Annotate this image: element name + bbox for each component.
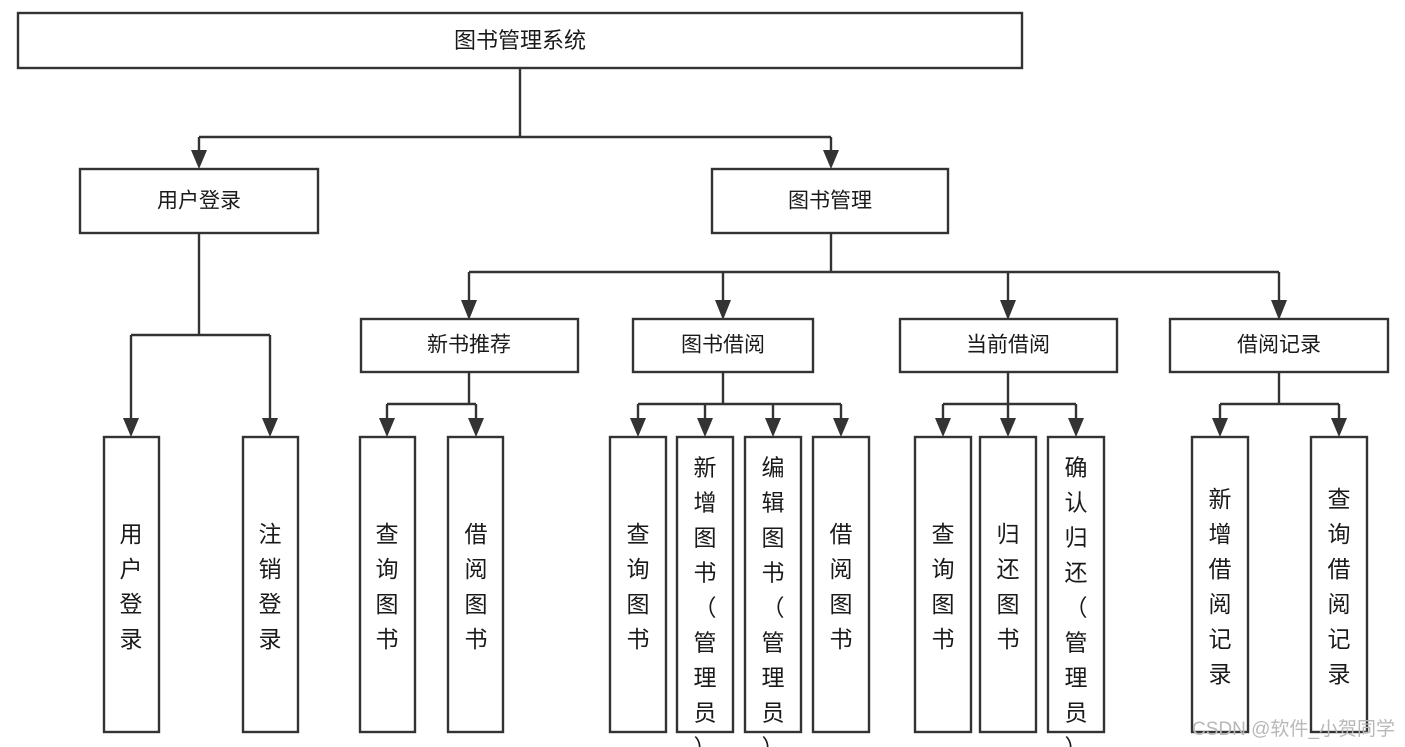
leaf-box[interactable] <box>446 435 505 734</box>
leaf-box[interactable] <box>102 435 161 734</box>
connector-group-book-manage <box>461 233 1287 320</box>
node-root-label: 图书管理系统 <box>454 28 586 53</box>
node-book-manage-label: 图书管理 <box>788 190 872 213</box>
leaf-box[interactable] <box>1046 435 1106 734</box>
watermark-text: CSDN @软件_小贺同学 <box>1192 718 1395 740</box>
leaf-book-borrow-borrow[interactable]: 借阅图书 <box>811 435 871 734</box>
arrow-head-book-borrow-3 <box>765 418 781 437</box>
arrow-head-current-borrow-1 <box>935 418 951 437</box>
leaf-box[interactable] <box>978 435 1038 734</box>
leaf-box[interactable] <box>358 435 417 734</box>
node-new-book-recommend-box[interactable] <box>359 317 580 374</box>
node-book-borrow-box[interactable] <box>631 317 815 374</box>
connector-group-current-borrow <box>935 372 1084 437</box>
leaf-current-borrow-confirm[interactable]: 确认归还（管理员） <box>1046 435 1106 747</box>
arrow-head-current-borrow-3 <box>1068 418 1084 437</box>
arrow-head-book-borrow-1 <box>630 418 646 437</box>
leaf-label-book-borrow-query: 查询图书 <box>627 521 650 652</box>
connector-group-book-borrow <box>630 372 849 437</box>
arrow-head-new-book-1 <box>379 418 395 437</box>
leaf-label-book-borrow-add: 新增图书（管理员） <box>694 454 717 747</box>
node-new-book-recommend-label: 新书推荐 <box>427 334 511 357</box>
arrow-head-new-book-2 <box>468 418 484 437</box>
connector-group-new-book <box>379 372 484 437</box>
leaf-label-borrow-record-query: 查询借阅记录 <box>1328 486 1351 687</box>
leaf-current-borrow-return[interactable]: 归还图书 <box>978 435 1038 734</box>
node-new-book-recommend[interactable]: 新书推荐 <box>359 317 580 374</box>
leaf-label-new-book-query: 查询图书 <box>376 521 399 652</box>
arrow-head-book-manage-1 <box>461 300 477 320</box>
leaf-box[interactable] <box>811 435 871 734</box>
node-book-borrow[interactable]: 图书借阅 <box>631 317 815 374</box>
node-borrow-record-box[interactable] <box>1168 317 1390 374</box>
leaf-borrow-record-query[interactable]: 查询借阅记录 <box>1309 435 1369 734</box>
leaf-label-book-borrow-borrow: 借阅图书 <box>830 521 853 652</box>
arrow-head-current-borrow-2 <box>1000 418 1016 437</box>
leaf-box[interactable] <box>675 435 735 734</box>
arrow-head-book-borrow-2 <box>697 418 713 437</box>
leaf-user-login-logout[interactable]: 注销登录 <box>241 435 300 734</box>
node-current-borrow-box[interactable] <box>898 317 1119 374</box>
leaf-book-borrow-edit[interactable]: 编辑图书（管理员） <box>743 435 803 747</box>
node-borrow-record-label: 借阅记录 <box>1237 334 1321 357</box>
leaf-book-borrow-query[interactable]: 查询图书 <box>608 435 668 734</box>
arrow-head-book-manage-2 <box>715 300 731 320</box>
node-user-login[interactable]: 用户登录 <box>78 167 320 235</box>
leaf-label-current-borrow-return: 归还图书 <box>997 521 1020 652</box>
node-current-borrow-label: 当前借阅 <box>966 334 1050 357</box>
arrow-head-book-borrow-4 <box>833 418 849 437</box>
leaf-book-borrow-add[interactable]: 新增图书（管理员） <box>675 435 735 747</box>
leaf-box[interactable] <box>1190 435 1250 734</box>
arrow-head-borrow-record-1 <box>1212 418 1228 437</box>
arrow-head-borrow-record-2 <box>1331 418 1347 437</box>
leaf-box[interactable] <box>743 435 803 734</box>
arrow-head-user-login-2 <box>262 418 278 437</box>
leaf-box[interactable] <box>913 435 973 734</box>
leaf-new-book-borrow[interactable]: 借阅图书 <box>446 435 505 734</box>
leaf-label-book-borrow-edit: 编辑图书（管理员） <box>762 454 785 747</box>
leaf-label-current-borrow-confirm: 确认归还（管理员） <box>1065 454 1088 747</box>
node-borrow-record[interactable]: 借阅记录 <box>1168 317 1390 374</box>
arrow-head-root-2 <box>823 150 839 169</box>
leaf-box[interactable] <box>608 435 668 734</box>
leaf-user-login-login[interactable]: 用户登录 <box>102 435 161 734</box>
node-current-borrow[interactable]: 当前借阅 <box>898 317 1119 374</box>
leaf-label-new-book-borrow: 借阅图书 <box>465 521 488 652</box>
node-book-manage[interactable]: 图书管理 <box>710 167 950 235</box>
node-book-borrow-label: 图书借阅 <box>681 334 765 357</box>
leaf-box[interactable] <box>241 435 300 734</box>
arrow-head-book-manage-3 <box>1000 300 1016 320</box>
arrow-head-user-login-1 <box>123 418 139 437</box>
node-book-manage-box[interactable] <box>710 167 950 235</box>
leaf-label-current-borrow-query: 查询图书 <box>932 521 955 652</box>
leaf-box[interactable] <box>1309 435 1369 734</box>
node-root[interactable]: 图书管理系统 <box>16 11 1024 70</box>
node-user-login-box[interactable] <box>78 167 320 235</box>
arrow-head-book-manage-4 <box>1271 300 1287 320</box>
arrow-head-root-1 <box>191 150 207 169</box>
connector-group-root <box>191 68 839 169</box>
connector-group-user-login <box>123 233 278 437</box>
node-root-box[interactable] <box>16 11 1024 70</box>
leaf-label-borrow-record-add: 新增借阅记录 <box>1209 486 1232 687</box>
leaf-new-book-query[interactable]: 查询图书 <box>358 435 417 734</box>
connector-group-borrow-record <box>1212 372 1347 437</box>
leaf-borrow-record-add[interactable]: 新增借阅记录 <box>1190 435 1250 734</box>
leaf-label-user-login-login: 用户登录 <box>120 521 143 652</box>
node-user-login-label: 用户登录 <box>157 190 241 213</box>
leaf-current-borrow-query[interactable]: 查询图书 <box>913 435 973 734</box>
leaf-label-user-login-logout: 注销登录 <box>259 521 282 652</box>
